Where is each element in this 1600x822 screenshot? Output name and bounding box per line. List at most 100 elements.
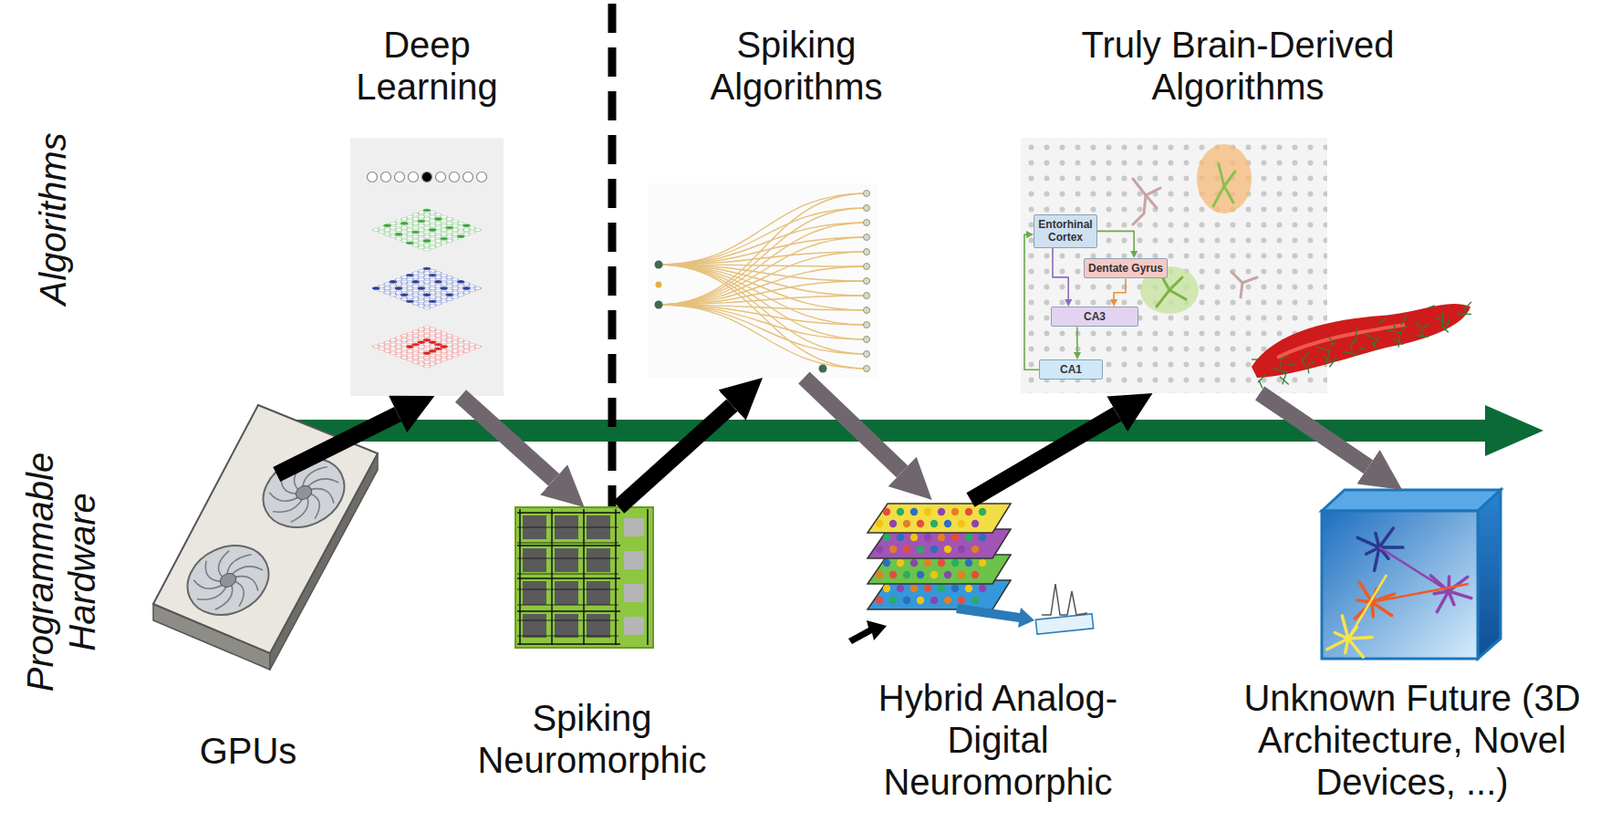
spike-path [658, 304, 867, 369]
network-layer [371, 207, 483, 251]
stage-arrow [460, 395, 554, 480]
circuit-dot [951, 508, 959, 516]
io-pad [623, 583, 645, 603]
output-neuron [863, 190, 871, 198]
output-neuron [863, 292, 871, 300]
spine-speckle [1444, 320, 1450, 332]
spine-speckle [1393, 323, 1396, 331]
stage-title: Unknown Future (3D Architecture, Novel D… [1243, 676, 1581, 803]
spine-speckle [1279, 362, 1281, 369]
spine-speckle [1329, 357, 1337, 368]
circuit-dot [889, 519, 897, 528]
spine-speckle [1343, 351, 1359, 355]
circuit-dot [937, 533, 946, 541]
circuit-layer [867, 503, 1011, 533]
circuit-dot [971, 571, 979, 579]
fan-housing [176, 532, 281, 628]
input-neuron [654, 260, 664, 270]
circuit-dot [883, 533, 891, 541]
axis-label: Programmable Hardware [19, 435, 104, 709]
circuit-dot [930, 596, 938, 604]
spine-speckle [1257, 374, 1267, 383]
circuit-dot [978, 533, 987, 541]
network-layer [371, 324, 483, 368]
circuit-dot [944, 545, 952, 553]
chip-wire [517, 635, 619, 637]
circuit-dot [951, 533, 959, 541]
circuit-dot [916, 571, 925, 579]
circuit-dot [910, 584, 918, 593]
spike-path [658, 264, 867, 340]
output-arrow [955, 603, 1035, 628]
circuit-dot [971, 596, 979, 604]
circuit-dot [978, 559, 987, 567]
star-ray [1327, 638, 1349, 650]
circuit-dot [883, 508, 891, 516]
region-label: CA3 [1055, 310, 1134, 323]
circuit-dot [937, 584, 946, 593]
spine-speckle [1414, 321, 1421, 329]
spine-speckle [1307, 366, 1310, 374]
circuit-layer [867, 529, 1011, 559]
circuit-dot [965, 508, 973, 516]
neuro-core [522, 581, 547, 605]
spike-path [658, 251, 867, 305]
circuit-dot [896, 559, 904, 567]
fan-blade [193, 569, 223, 595]
circuit-dot [889, 571, 897, 579]
divider-dashed [608, 3, 617, 511]
hardware-stage: GPUs [153, 474, 378, 654]
circuit-dot [965, 584, 973, 593]
brain-region-box: CA3 [1050, 306, 1139, 327]
fan-blade [212, 550, 239, 579]
stage-arrow [970, 414, 1118, 500]
spine-speckle [1354, 327, 1358, 343]
hardware-stage: Unknown Future (3D Architecture, Novel D… [1321, 489, 1501, 659]
chip-wire [646, 509, 649, 645]
output-neuron [819, 364, 828, 374]
spike-path [658, 222, 867, 305]
neuron [1240, 282, 1243, 298]
circuit-dot [875, 596, 884, 604]
neuron [1169, 290, 1186, 300]
output-neuron [863, 322, 871, 329]
chip-wire [517, 643, 621, 645]
neuron [1132, 195, 1146, 225]
neuron-sketches [1132, 164, 1258, 307]
timeline-head [1485, 405, 1544, 457]
star-ray [1348, 638, 1363, 657]
spike-trace [1041, 583, 1088, 615]
star-ray [1371, 602, 1393, 616]
input-unit [381, 172, 392, 183]
stage-arrow [1259, 393, 1369, 468]
spike-path [658, 237, 867, 265]
circuit-dot [965, 533, 973, 541]
pathway-arrow [1024, 234, 1039, 370]
circuit-dot [924, 508, 932, 516]
circuit-dot [896, 584, 904, 593]
neuromorphic-chip [515, 507, 654, 648]
spine-speckle [1301, 352, 1310, 362]
io-pad [623, 616, 645, 635]
red-neuron-blob [1251, 303, 1471, 378]
spine-speckle [1326, 349, 1330, 364]
layer-unit [422, 364, 432, 369]
circuit-dot [957, 571, 966, 579]
spine-speckle [1442, 311, 1445, 326]
input-unit [449, 172, 460, 183]
neuron [1132, 178, 1161, 196]
spine-speckle [1456, 312, 1472, 315]
chip-wire [582, 509, 585, 645]
circuit-dot [916, 519, 925, 528]
io-pad [623, 550, 645, 570]
neuro-core [554, 581, 579, 605]
output-neuron [863, 249, 871, 256]
circuit-dot [978, 508, 987, 516]
spine-speckle [1279, 355, 1289, 360]
spike-path [658, 295, 867, 305]
orange-glow [1196, 144, 1252, 214]
neuro-core [522, 613, 547, 638]
circuit-dot [910, 533, 918, 541]
pathway-arrow [1097, 230, 1134, 251]
